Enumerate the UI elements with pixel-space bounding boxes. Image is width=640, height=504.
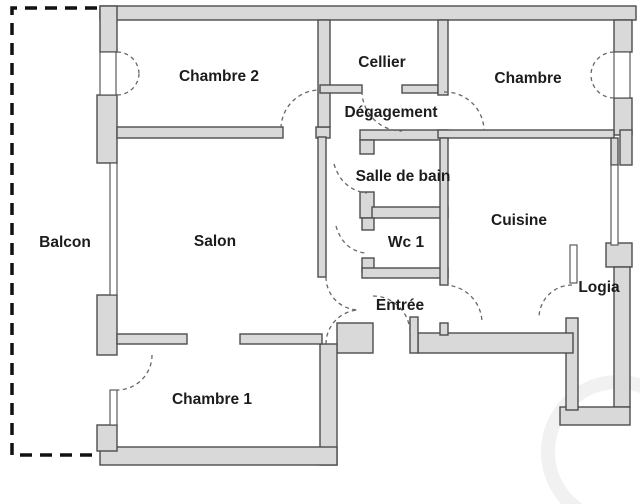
wall (96, 94, 118, 164)
wall (565, 317, 579, 411)
wall (336, 322, 374, 354)
room-label-entree: Entrée (376, 297, 425, 314)
wall (116, 126, 284, 139)
wall (439, 137, 449, 286)
door-swing-arc-wc (335, 225, 366, 254)
wall (371, 206, 449, 219)
window-chambre1-balcony (109, 389, 118, 426)
window-chambre-right (613, 51, 631, 99)
wall (99, 5, 118, 53)
room-label-salon: Salon (194, 233, 236, 250)
wall (359, 129, 449, 141)
wall (317, 136, 327, 278)
window-swing-arc (116, 73, 140, 96)
room-label-cuisine: Cuisine (491, 212, 547, 229)
window-chambre2-balcony (99, 51, 117, 96)
wall (605, 242, 633, 268)
window-swing-arc (590, 51, 615, 76)
wall (437, 129, 615, 139)
wall (619, 129, 633, 166)
room-label-degagement: Dégagement (344, 104, 437, 121)
room-label-chambre: Chambre (494, 70, 562, 87)
room-label-chambre2: Chambre 2 (179, 68, 259, 85)
room-label-cellier: Cellier (358, 54, 405, 71)
wall (317, 19, 331, 128)
balcony-dashed-outline (10, 6, 97, 457)
window-swing-arc (116, 51, 140, 75)
walls-layer (96, 5, 637, 466)
door-swing-arc-salle-de-bain (333, 163, 368, 194)
wall (116, 333, 188, 345)
window-cuisine-logia (569, 244, 578, 284)
wall (437, 19, 449, 96)
wall (361, 267, 449, 279)
room-labels-layer: Balcon Chambre 2 Cellier Chambre Dégagem… (39, 54, 620, 408)
door-swing-arc-salon (325, 276, 360, 311)
wall (96, 424, 118, 452)
door-swing-arc-chambre1 (116, 354, 153, 391)
wall (319, 84, 363, 94)
window-cuisine-right (610, 164, 619, 246)
wall (439, 322, 449, 336)
door-arcs-layer (116, 51, 615, 391)
wall (99, 446, 338, 466)
wall (610, 137, 619, 166)
wall (401, 84, 439, 94)
room-label-wc1: Wc 1 (388, 234, 425, 251)
door-swing-arc-chambre (443, 91, 485, 131)
room-label-salle-de-bain: Salle de bain (356, 168, 451, 185)
wall (96, 294, 118, 356)
door-swing-arc-cellier (361, 90, 403, 132)
wall (359, 139, 375, 155)
windows-layer (99, 51, 631, 426)
wall (559, 406, 631, 426)
room-label-balcon: Balcon (39, 234, 91, 251)
door-swing-arc-cuisine (443, 284, 483, 324)
wall (613, 19, 633, 53)
window-swing-arc (590, 74, 615, 99)
wall (409, 316, 419, 354)
wall (361, 217, 375, 231)
wall (99, 5, 637, 21)
door-swing-arc-salon (325, 309, 360, 345)
room-label-chambre1: Chambre 1 (172, 391, 252, 408)
room-label-logia: Logia (578, 279, 620, 296)
window-salon-balcony (109, 162, 118, 296)
wall (239, 333, 323, 345)
wall (417, 332, 574, 354)
door-swing-arc-logia (538, 284, 573, 319)
